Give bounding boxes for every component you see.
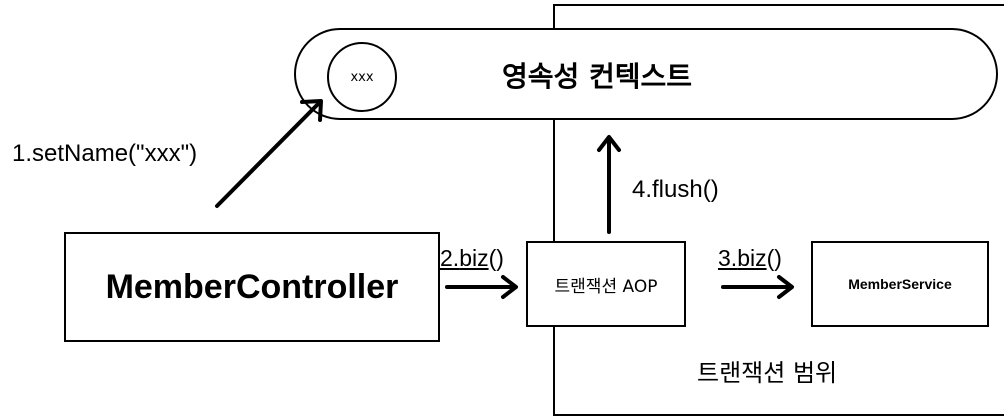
transaction-aop-box: 트랜잭션 AOP [526, 241, 686, 327]
biz-to-aop-arrow [445, 275, 518, 299]
member-controller-label: MemberController [105, 267, 399, 306]
step-biz-to-aop-suffix: () [488, 245, 504, 271]
transaction-scope-box [553, 4, 1004, 416]
step-biz-to-aop-method: biz [459, 245, 489, 271]
entity-circle: xxx [327, 42, 397, 112]
step-set-name-label: 1.setName("xxx") [12, 140, 198, 167]
step-biz-to-service-suffix: () [766, 245, 782, 271]
member-controller-box: MemberController [64, 232, 440, 342]
step-biz-to-aop-label: 2.biz() [440, 245, 504, 272]
entity-label: xxx [350, 69, 374, 85]
transaction-aop-label: 트랜잭션 AOP [554, 276, 658, 297]
step-biz-to-service-prefix: 3. [718, 245, 738, 271]
step-biz-to-service-label: 3.biz() [718, 245, 782, 272]
set-name-arrow [215, 99, 323, 208]
step-flush-label: 4.flush() [632, 176, 719, 203]
transaction-scope-label: 트랜잭션 범위 [697, 359, 838, 387]
persistence-context-pill [294, 28, 998, 120]
member-service-label: MemberService [848, 276, 952, 292]
step-biz-to-service-method: biz [737, 245, 767, 271]
flush-arrow [597, 135, 621, 234]
biz-to-service-arrow [721, 275, 794, 299]
persistence-context-title: 영속성 컨텍스트 [502, 60, 693, 93]
member-service-box: MemberService [811, 241, 989, 327]
step-biz-to-aop-prefix: 2. [440, 245, 460, 271]
